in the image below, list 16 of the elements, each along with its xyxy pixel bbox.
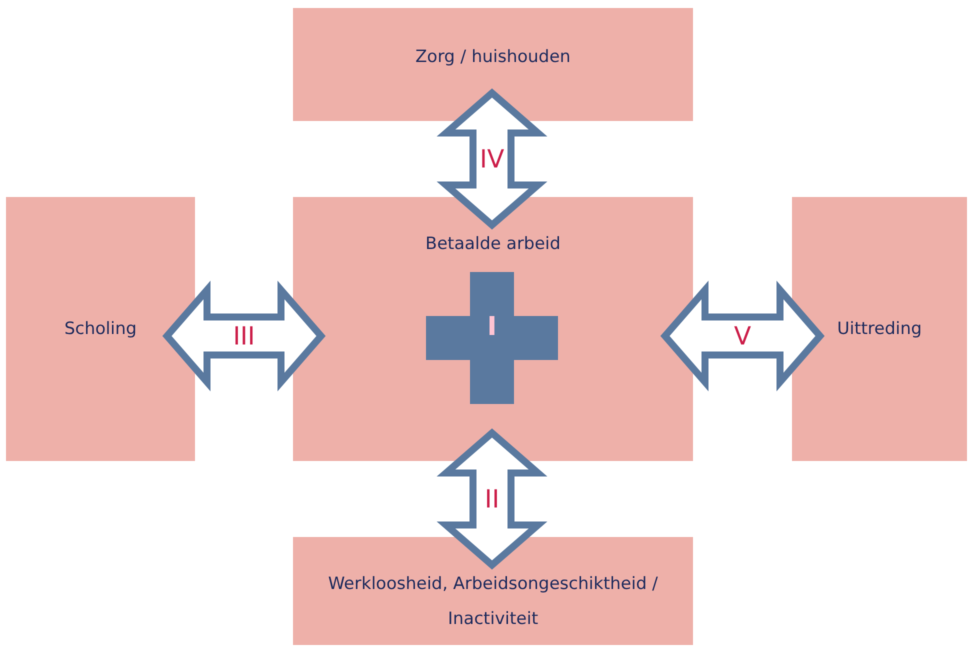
category-box <box>293 8 693 121</box>
double-arrow <box>162 280 326 392</box>
box-title: Betaalde arbeid <box>425 233 561 256</box>
box-title: Werkloosheid, Arbeidsongeschiktheid / Inactiviteit <box>327 573 659 631</box>
double-arrow <box>436 88 548 230</box>
cross-shape <box>426 272 558 404</box>
box-title: Scholing <box>64 318 137 341</box>
box-title: Uittreding <box>837 318 922 341</box>
double-arrow <box>436 428 548 570</box>
roman-numeral: I <box>487 314 497 340</box>
category-box <box>6 197 195 461</box>
category-box <box>293 197 693 461</box>
category-box <box>792 197 967 461</box>
double-arrow <box>660 280 825 392</box>
category-box <box>293 537 693 645</box>
box-title: Zorg / huishouden <box>415 46 571 69</box>
